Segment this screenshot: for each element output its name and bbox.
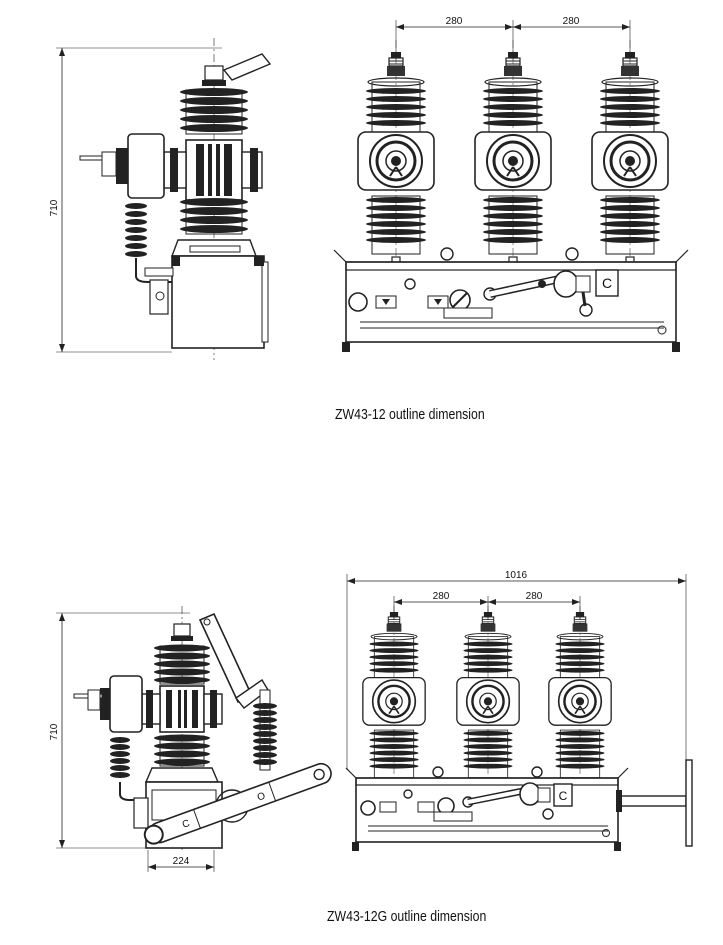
bottom-arm-label-c: C: [181, 818, 192, 831]
top-pole-a: [356, 50, 436, 299]
top-spacing-left-label: 280: [446, 16, 463, 27]
bottom-overall-width-label: 1016: [505, 570, 528, 581]
bottom-phase-label-c: C: [559, 789, 568, 803]
bottom-side-view: 710 224: [49, 606, 332, 872]
top-caption: ZW43-12 outline dimension: [335, 406, 485, 423]
bottom-spacing-left-label: 280: [433, 591, 450, 602]
top-front-view: 280 280: [333, 16, 689, 352]
bottom-side-height-label: 710: [49, 723, 60, 740]
bottom-caption: ZW43-12G outline dimension: [327, 908, 487, 925]
top-pole-b: [473, 50, 553, 299]
top-side-view: 710: [49, 38, 272, 360]
top-spacing-right-label: 280: [563, 16, 580, 27]
bottom-arm-label-o: O: [256, 790, 267, 803]
bottom-spacing-right-label: 280: [526, 591, 543, 602]
top-phase-label-c: C: [602, 275, 612, 291]
bottom-side-width-label: 224: [173, 856, 190, 867]
top-side-height-label: 710: [49, 199, 60, 216]
top-pole-c: [590, 50, 670, 299]
bottom-front-view: 1016 280 280: [345, 570, 693, 851]
